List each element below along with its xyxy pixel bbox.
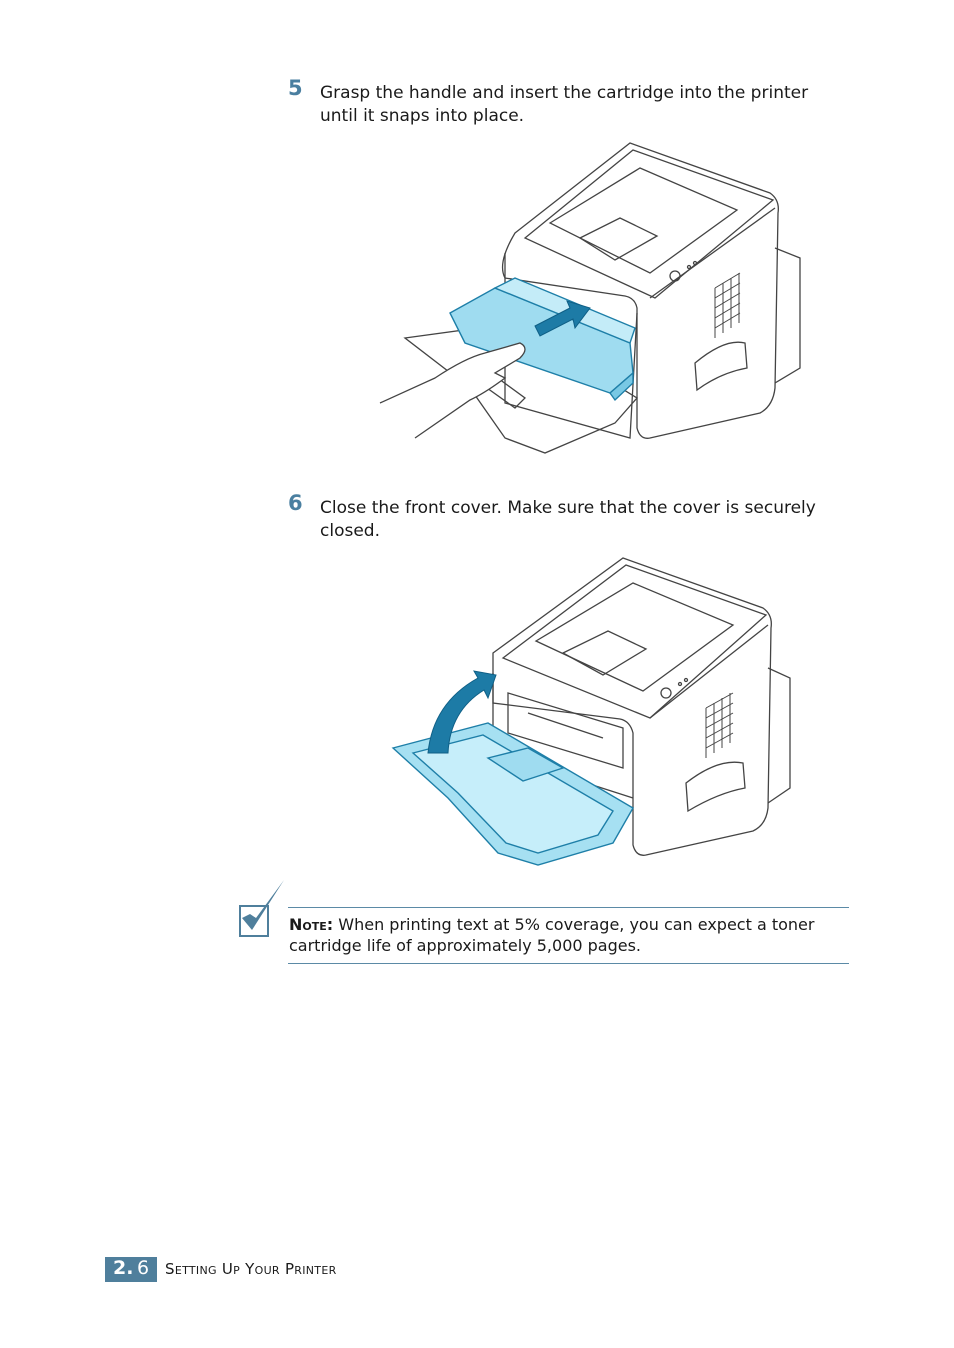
- note-body: When printing text at 5% coverage, you c…: [289, 915, 815, 955]
- printer-insert-cartridge-illustration: [379, 142, 801, 454]
- note-box: Note: When printing text at 5% coverage,…: [288, 907, 849, 964]
- step-number: 5: [288, 76, 303, 100]
- step-text: Close the front cover. Make sure that th…: [320, 498, 816, 541]
- note-text: Note: When printing text at 5% coverage,…: [289, 914, 849, 956]
- checkmark-icon: [239, 880, 284, 937]
- page-number: 6: [137, 1257, 150, 1279]
- note-label: Note:: [289, 915, 334, 934]
- step-number: 6: [288, 491, 303, 515]
- chapter-number: 2.: [113, 1257, 134, 1279]
- page-number-tab: 2. 6: [105, 1257, 157, 1282]
- printer-close-cover-illustration: [391, 557, 791, 866]
- step-text: Grasp the handle and insert the cartridg…: [320, 83, 809, 126]
- chapter-title: Setting Up Your Printer: [165, 1260, 337, 1278]
